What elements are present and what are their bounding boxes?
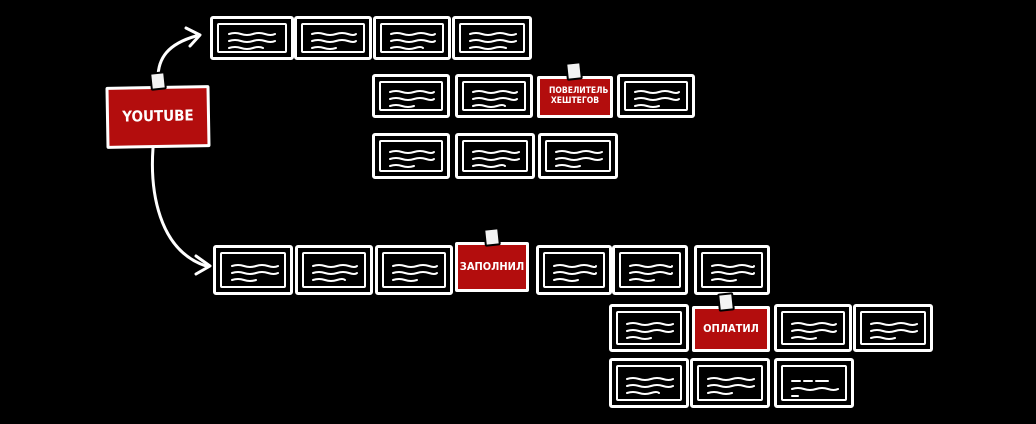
top-row3-card-2: [455, 133, 535, 179]
top-row3-card-1: [372, 133, 450, 179]
pin-icon: [565, 61, 583, 81]
youtube-node-label: YOUTUBE: [122, 106, 194, 126]
arrowhead-bottom: [194, 254, 212, 276]
arrow-to-bottom-branch: [151, 146, 208, 268]
scribble-icon: [231, 264, 279, 282]
scribble-icon: [311, 32, 357, 50]
scribble-icon: [228, 32, 276, 50]
bottom-row3-card-2: [690, 358, 770, 408]
scribble-icon: [870, 322, 918, 340]
top-row1-card-3: [373, 16, 451, 60]
scribble-icon: [389, 90, 435, 108]
hashtags-node: ПОВЕЛИТЕЛЬ ХЕШТЕГОВ: [537, 76, 613, 118]
scribble-icon: [707, 377, 755, 395]
top-row2-card-1: [372, 74, 450, 118]
scribble-icon: [629, 264, 673, 282]
bottom-row1-card-1: [213, 245, 293, 295]
top-row2-card-4: [617, 74, 695, 118]
bottom-row1-card-5: [536, 245, 612, 295]
top-row2-card-2: [455, 74, 533, 118]
scribble-icon: [555, 150, 603, 168]
hashtags-node-label: ПОВЕЛИТЕЛЬ ХЕШТЕГОВ: [549, 86, 609, 106]
bottom-row2-card-1: [609, 304, 689, 352]
scribble-icon: [390, 32, 436, 50]
bottom-row1-card-6: [612, 245, 688, 295]
scribble-icon: [312, 264, 358, 282]
pin-icon: [149, 71, 167, 91]
top-row1-card-1: [210, 16, 294, 60]
bottom-row1-card-7: [694, 245, 770, 295]
filled-node-label: ЗАПОЛНИЛ: [459, 259, 525, 273]
pin-icon: [483, 227, 501, 247]
scribble-icon: [626, 322, 674, 340]
paid-node: ОПЛАТИЛ: [692, 306, 770, 352]
scribble-icon: [711, 264, 755, 282]
bottom-row2-card-4: [853, 304, 933, 352]
bottom-row3-card-3: [774, 358, 854, 408]
bottom-row3-card-1: [609, 358, 689, 408]
arrowhead-top: [184, 26, 202, 48]
youtube-node: YOUTUBE: [105, 85, 211, 149]
scribble-icon: [472, 150, 520, 168]
scribble-icon: [791, 322, 837, 340]
scribble-icon: [389, 150, 435, 168]
top-row1-card-2: [294, 16, 372, 60]
bottom-row1-card-2: [295, 245, 373, 295]
top-row1-card-4: [452, 16, 532, 60]
bottom-row2-card-3: [774, 304, 852, 352]
scribble-icon: [469, 32, 517, 50]
scribble-icon: [392, 264, 438, 282]
bottom-row1-card-3: [375, 245, 453, 295]
scribble-icon: [553, 264, 597, 282]
scribble-icon: [472, 90, 518, 108]
scribble-icon: [634, 90, 680, 108]
top-row3-card-3: [538, 133, 618, 179]
scribble-icon: [791, 380, 839, 397]
pin-icon: [717, 292, 735, 312]
paid-node-label: ОПЛАТИЛ: [703, 321, 759, 335]
scribble-icon: [626, 377, 674, 395]
filled-node: ЗАПОЛНИЛ: [455, 242, 529, 292]
